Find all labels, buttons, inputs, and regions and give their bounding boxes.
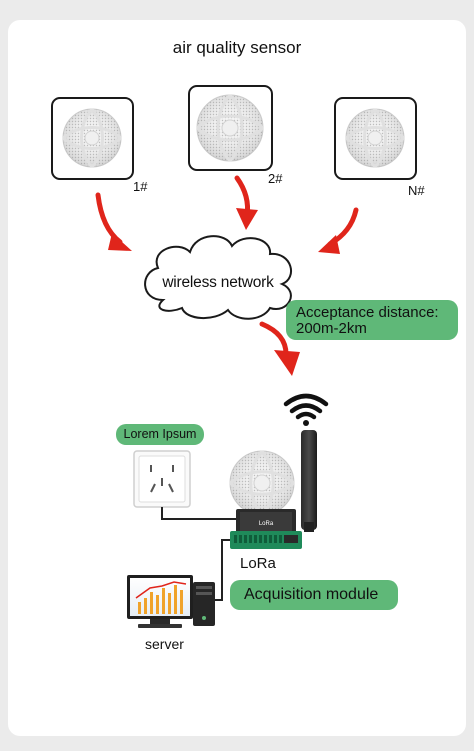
arrow-sensor-1 — [95, 192, 132, 251]
module-device-text: LoRa — [259, 521, 274, 527]
sensor-icon — [344, 107, 406, 169]
sensor-2-label: 2# — [268, 171, 283, 186]
lora-label: LoRa — [240, 555, 276, 572]
sensor-1-label: 1# — [133, 179, 148, 194]
socket-label: Lorem Ipsum — [116, 424, 204, 445]
network-label: wireless network — [162, 274, 274, 291]
distance-line-1: Acceptance distance: — [296, 304, 439, 321]
server-icon — [127, 575, 215, 628]
cloud-icon — [144, 235, 292, 320]
sensor-icon — [61, 107, 123, 169]
acquisition-label: Acquisition module — [230, 580, 398, 610]
antenna-icon — [301, 430, 317, 532]
sensor-2 — [188, 85, 273, 171]
server-label: server — [145, 636, 184, 652]
wall-socket-icon — [133, 450, 191, 508]
arrow-sensor-n — [318, 207, 359, 254]
sensor-n — [334, 97, 417, 180]
sensor-icon — [195, 93, 265, 163]
sensor-1 — [51, 97, 134, 180]
diagram-title: air quality sensor — [172, 38, 302, 57]
sensor-n-label: N# — [408, 183, 425, 198]
arrow-sensor-2 — [234, 175, 258, 230]
lora-module-icon: LoRa — [230, 509, 302, 549]
distance-badge: Acceptance distance: 200m-2km — [286, 300, 458, 340]
wifi-icon — [283, 393, 329, 426]
distance-line-2: 200m-2km — [296, 320, 367, 337]
module-sensor-icon — [229, 450, 295, 516]
arrow-to-module — [259, 321, 300, 376]
